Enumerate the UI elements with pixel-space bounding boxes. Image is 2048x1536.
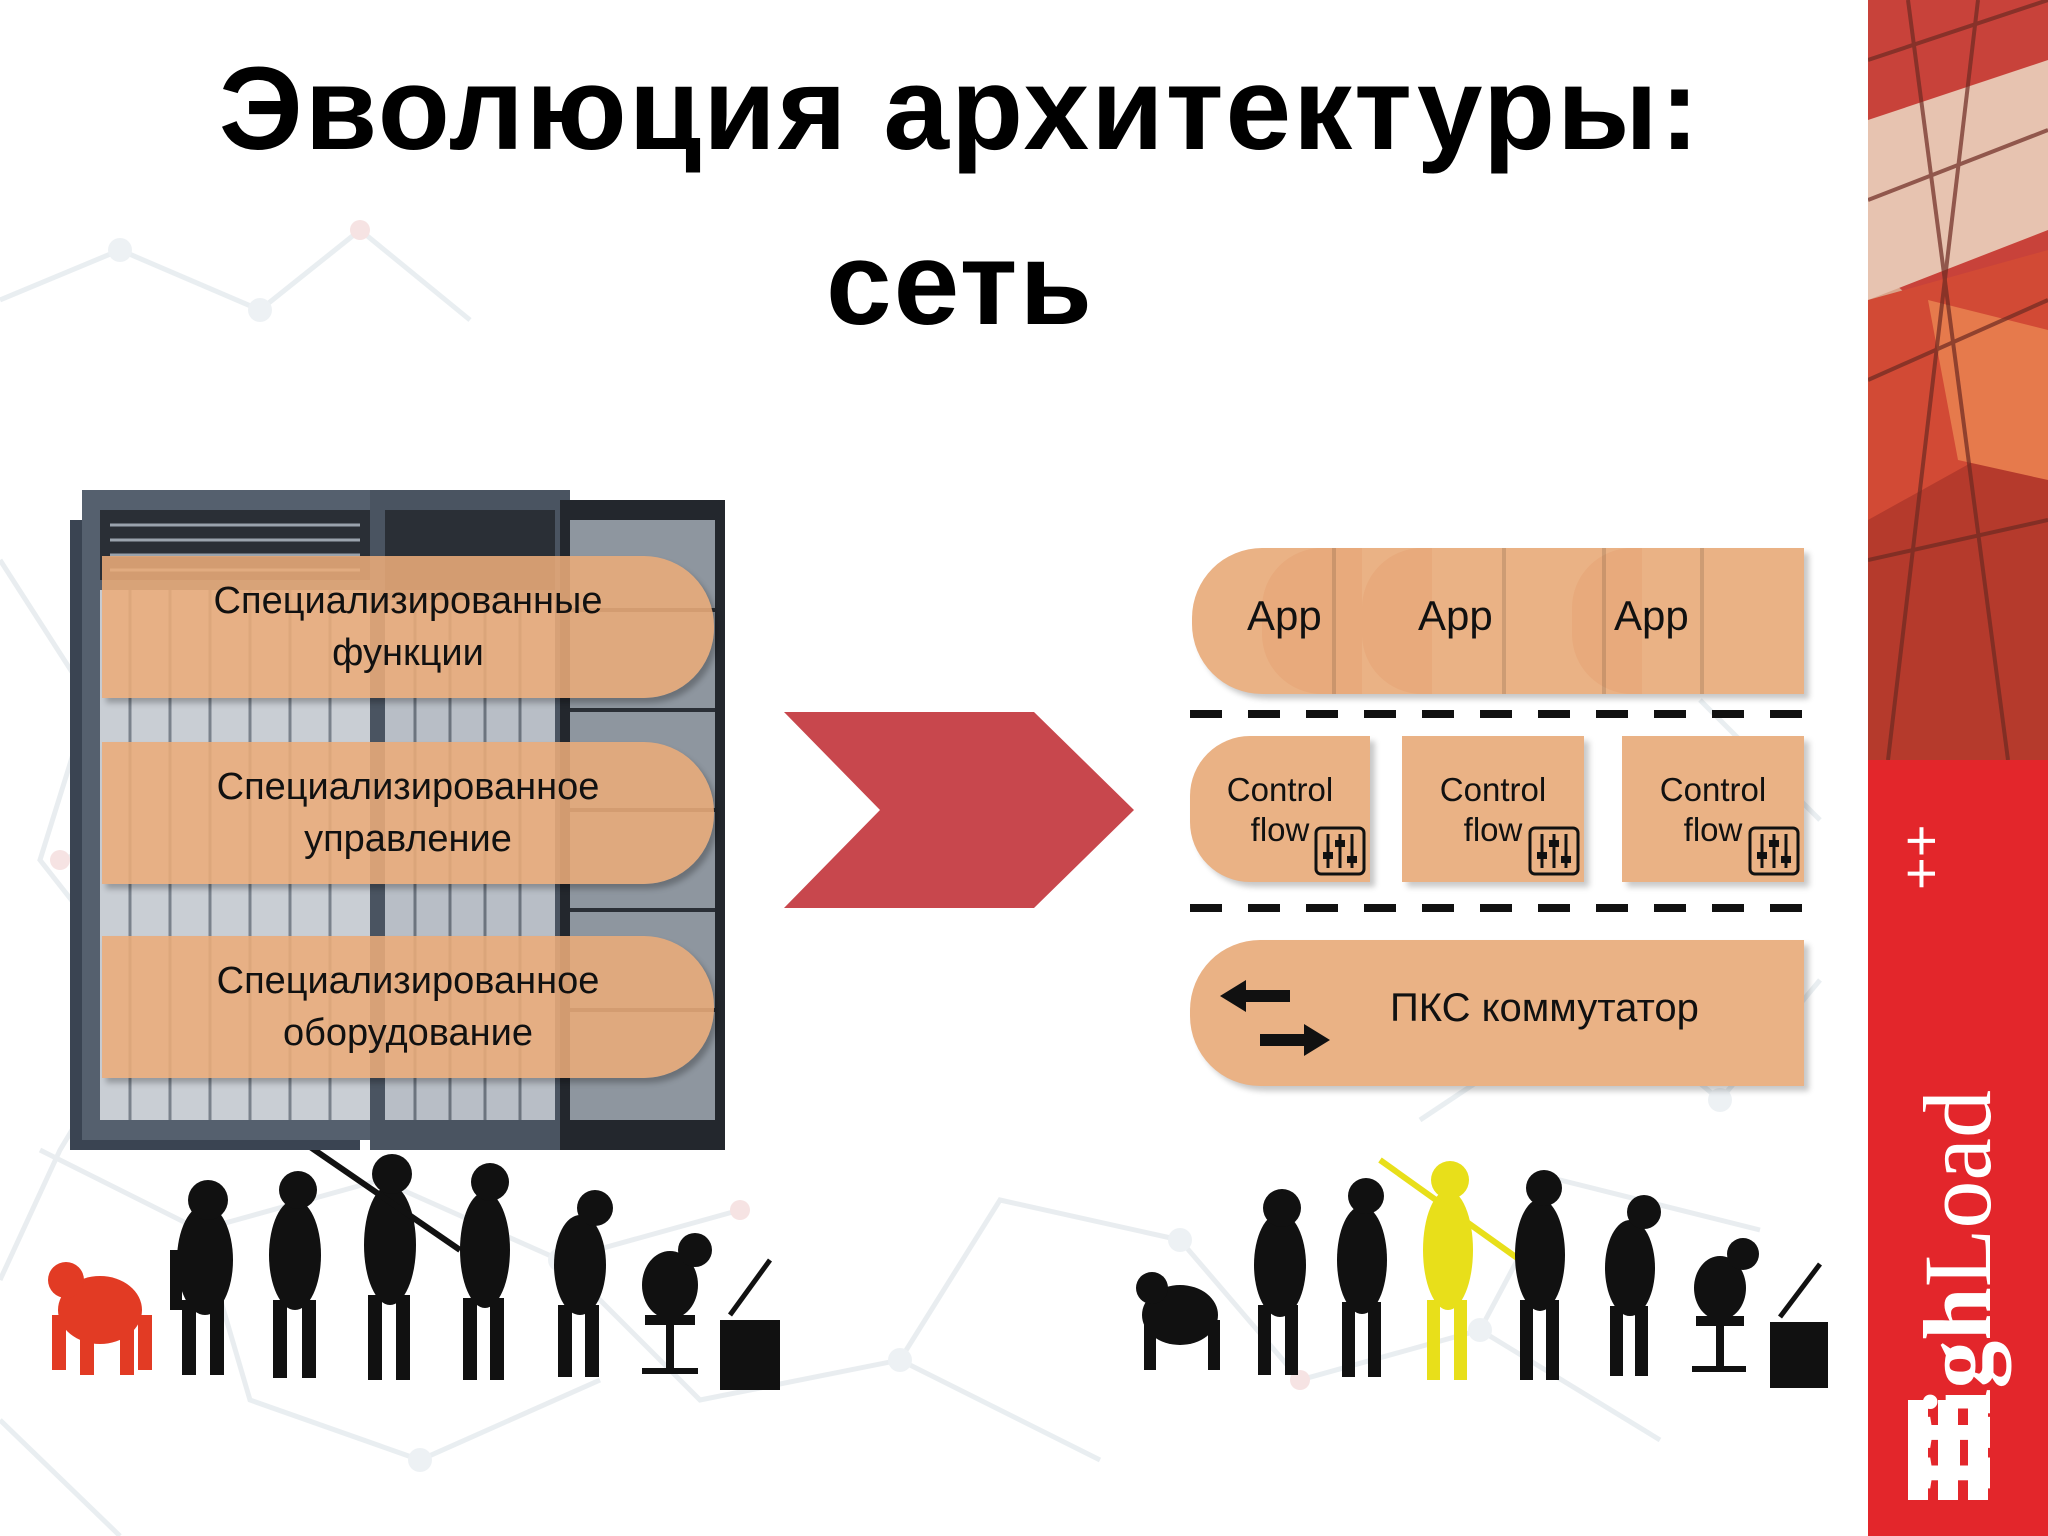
- highload-logo: HighLoad ++: [1889, 825, 2011, 1500]
- specialized-control-box: Специализированное управление: [102, 742, 714, 884]
- control-flow-label-line-1: Control: [1659, 771, 1767, 808]
- app-label-3: App: [1614, 592, 1689, 639]
- homo-silhouette: [309, 1150, 462, 1380]
- specialized-functions-box: Специализированные функции: [102, 556, 714, 698]
- evolution-silhouettes-left: [48, 1150, 780, 1390]
- control-flow-box-2: Control flow: [1402, 736, 1584, 882]
- box-label-line-2: управление: [304, 818, 512, 860]
- highlighted-human-silhouette: [1378, 1157, 1522, 1380]
- slide-title-line-1: Эволюция архитектуры:: [218, 43, 1702, 175]
- monkey-silhouette: [48, 1262, 152, 1375]
- brand-red-panel: HighLoad ++: [1868, 760, 2048, 1536]
- box-label-line-2: функции: [332, 632, 484, 674]
- svg-text:++: ++: [1889, 825, 1952, 890]
- box-label-line-1: Специализированные: [213, 580, 603, 622]
- early-human-silhouette: [1337, 1178, 1387, 1377]
- app-divider: [1332, 548, 1336, 694]
- early-human-silhouette: [269, 1171, 321, 1378]
- sdn-switch-layer: ПКС коммутатор: [1190, 940, 1804, 1086]
- control-flow-label-line-1: Control: [1439, 771, 1547, 808]
- control-flow-label-line-2: flow: [1250, 811, 1310, 848]
- control-flow-box-3: Control flow: [1622, 736, 1804, 882]
- app-divider: [1700, 548, 1704, 694]
- exchange-arrows-icon: [1220, 980, 1330, 1056]
- equalizer-icon: [1748, 826, 1800, 876]
- slide-title-line-2: сеть: [825, 218, 1095, 350]
- app-label-1: App: [1247, 592, 1322, 639]
- app-divider: [1602, 548, 1606, 694]
- hunched-human-silhouette: [554, 1190, 613, 1377]
- equalizer-icon: [1314, 826, 1366, 876]
- apps-layer: App App App: [1192, 548, 1804, 694]
- control-flow-label-line-1: Control: [1226, 771, 1334, 808]
- ape-silhouette: [170, 1180, 233, 1375]
- sdn-switch-label: ПКС коммутатор: [1390, 986, 1699, 1030]
- layer-separator-lower: [1190, 904, 1806, 912]
- computer-user-silhouette: [642, 1233, 780, 1390]
- app-divider: [1502, 548, 1506, 694]
- ape-silhouette: [1254, 1189, 1306, 1375]
- control-flow-box-1: Control flow: [1190, 736, 1370, 882]
- box-label-line-1: Специализированное: [216, 766, 600, 808]
- layer-separator-upper: [1190, 710, 1806, 718]
- app-segment: [1362, 548, 1432, 694]
- control-flow-label-line-2: flow: [1683, 811, 1743, 848]
- app-segment: [1572, 548, 1642, 694]
- modern-human-silhouette: [460, 1163, 510, 1380]
- control-flow-label: Control flow: [1402, 770, 1584, 850]
- app-label-2: App: [1418, 592, 1493, 639]
- control-flow-label-line-2: flow: [1463, 811, 1523, 848]
- specialized-hardware-box: Специализированное оборудование: [102, 936, 714, 1078]
- control-flow-label: Control flow: [1622, 770, 1804, 850]
- side-architecture-banner: [1868, 0, 2048, 761]
- box-label-line-1: Специализированное: [216, 960, 600, 1002]
- equalizer-icon: [1528, 826, 1580, 876]
- modern-human-silhouette: [1515, 1170, 1565, 1380]
- monkey-silhouette: [1136, 1272, 1220, 1370]
- control-flow-label: Control flow: [1190, 770, 1370, 850]
- hunched-human-silhouette: [1605, 1195, 1661, 1376]
- evolution-silhouettes-right: [1136, 1157, 1828, 1388]
- box-label-line-2: оборудование: [282, 1012, 534, 1054]
- chevron-arrow-icon: [784, 712, 1134, 908]
- computer-user-silhouette: [1692, 1238, 1828, 1388]
- app-segment: [1262, 548, 1362, 694]
